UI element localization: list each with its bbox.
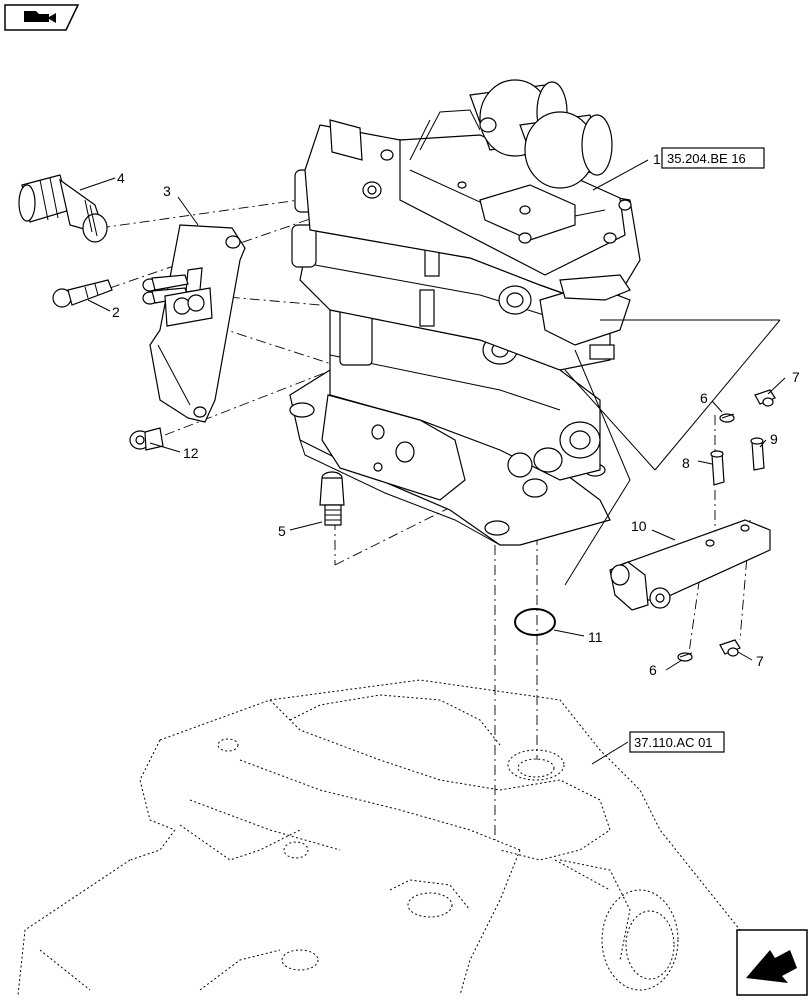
control-valve-assembly [289, 79, 641, 546]
clip-6-bottom [677, 652, 693, 662]
leader-lines [79, 159, 786, 765]
pin-8 [710, 450, 725, 486]
bracket-plate [149, 224, 246, 423]
callout-3: 3 [163, 183, 171, 199]
clip-7-bottom [719, 639, 741, 657]
tractor-housing [17, 679, 751, 996]
callout-7-bottom: 7 [756, 653, 764, 669]
book-arrow-icon[interactable] [4, 4, 80, 31]
callout-1: 1 [653, 151, 661, 167]
callout-labels: 1 2 3 4 5 6 6 7 7 8 9 10 11 12 [112, 151, 800, 678]
screw-5 [319, 471, 345, 526]
callout-10: 10 [631, 518, 647, 534]
callout-2: 2 [112, 304, 120, 320]
reference-box-valve[interactable]: 35.204.BE 16 [661, 147, 765, 169]
clip-6-top [719, 413, 735, 423]
callout-7-top: 7 [792, 369, 800, 385]
callout-9: 9 [770, 431, 778, 447]
o-ring [514, 608, 556, 636]
callout-6-top: 6 [700, 390, 708, 406]
pin-9 [750, 437, 765, 471]
callout-4: 4 [117, 170, 125, 186]
clip-7-top [754, 389, 776, 407]
next-page-arrow-icon[interactable] [736, 929, 808, 996]
detail-lines [564, 319, 781, 586]
cap-screws [52, 274, 213, 327]
screw-12 [129, 427, 164, 451]
reference-box-housing[interactable]: 37.110.AC 01 [629, 731, 725, 753]
reference-housing-text: 37.110.AC 01 [634, 735, 713, 750]
sensor-fitting [18, 174, 108, 243]
callout-11: 11 [588, 629, 603, 645]
callout-6-bottom: 6 [649, 662, 657, 678]
reference-valve-text: 35.204.BE 16 [667, 151, 746, 166]
callout-8: 8 [682, 455, 690, 471]
control-lever [609, 519, 771, 611]
callout-5: 5 [278, 523, 286, 539]
callout-12: 12 [183, 445, 199, 461]
